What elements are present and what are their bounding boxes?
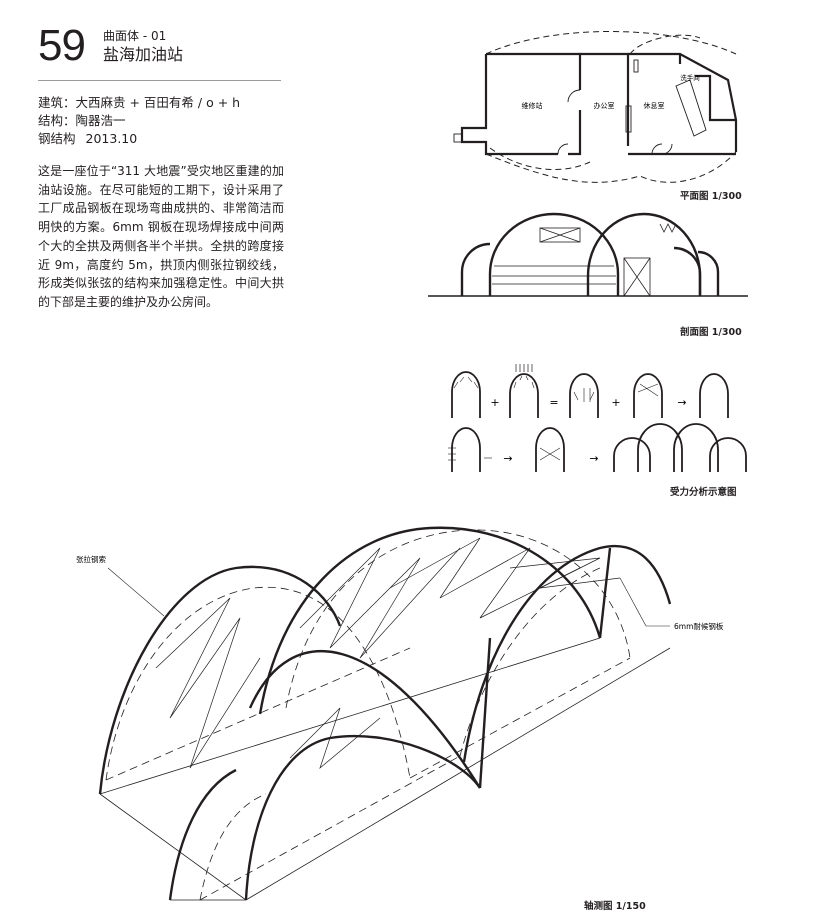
label-cable: 张拉钢索 bbox=[76, 554, 106, 564]
base-lines bbox=[99, 637, 671, 901]
section-infill bbox=[492, 223, 677, 297]
force-diagram: + = + → → → bbox=[448, 364, 747, 472]
room-label: 休息室 bbox=[644, 101, 665, 110]
series-label: 曲面体 - 01 bbox=[103, 29, 167, 43]
header-divider bbox=[38, 80, 281, 81]
plan-caption: 平面图 1/300 bbox=[680, 191, 742, 202]
force-diagram-caption: 受力分析示意图 bbox=[670, 487, 737, 498]
floor-plan-drawing: 维修站 办公室 休息室 洗手间 bbox=[453, 31, 738, 183]
project-title: 盐海加油站 bbox=[103, 45, 184, 64]
hidden-lines bbox=[105, 529, 631, 901]
label-steel-plate: 6mm耐候钢板 bbox=[674, 621, 724, 631]
arch-plates bbox=[98, 526, 672, 901]
structure-credit: 结构：陶器浩一 bbox=[38, 113, 126, 128]
tension-cables bbox=[155, 537, 621, 770]
axonometric-drawing: 张拉钢索 6mm耐候钢板 bbox=[76, 526, 724, 901]
leader-lines bbox=[107, 567, 670, 627]
section-drawing bbox=[428, 212, 748, 297]
plan-details bbox=[453, 59, 707, 155]
project-number: 59 bbox=[38, 21, 86, 70]
room-label: 办公室 bbox=[594, 101, 615, 110]
plan-walls bbox=[460, 52, 738, 156]
room-label: 维修站 bbox=[522, 101, 543, 110]
section-arches bbox=[460, 212, 720, 296]
operator-symbol: + bbox=[490, 396, 499, 409]
operator-symbol: + bbox=[611, 396, 620, 409]
room-label: 洗手间 bbox=[680, 73, 700, 82]
section-caption: 剖面图 1/300 bbox=[680, 327, 742, 338]
structure-type: 钢结构 bbox=[38, 131, 76, 146]
completion-year: 2013.10 bbox=[85, 131, 138, 146]
axonometric-caption: 轴测图 1/150 bbox=[584, 901, 646, 912]
description-paragraph: 这是一座位于“311 大地震”受灾地区重建的加油站设施。在尽可能短的工期下，设计… bbox=[38, 164, 284, 309]
downward-load-arrows bbox=[515, 364, 533, 372]
arch-icons bbox=[451, 371, 747, 472]
operator-symbol: = bbox=[549, 396, 558, 409]
operator-symbol: → bbox=[589, 452, 598, 465]
architect-credit: 建筑：大西麻贵 + 百田有希 / o + h bbox=[38, 95, 241, 110]
operator-symbol: → bbox=[677, 396, 686, 409]
type-year-line: 钢结构 2013.10 bbox=[38, 130, 240, 148]
operator-symbol: → bbox=[503, 452, 512, 465]
credits-block: 建筑：大西麻贵 + 百田有希 / o + h 结构：陶器浩一 钢结构 2013.1… bbox=[38, 94, 240, 148]
load-hatching bbox=[448, 375, 659, 461]
